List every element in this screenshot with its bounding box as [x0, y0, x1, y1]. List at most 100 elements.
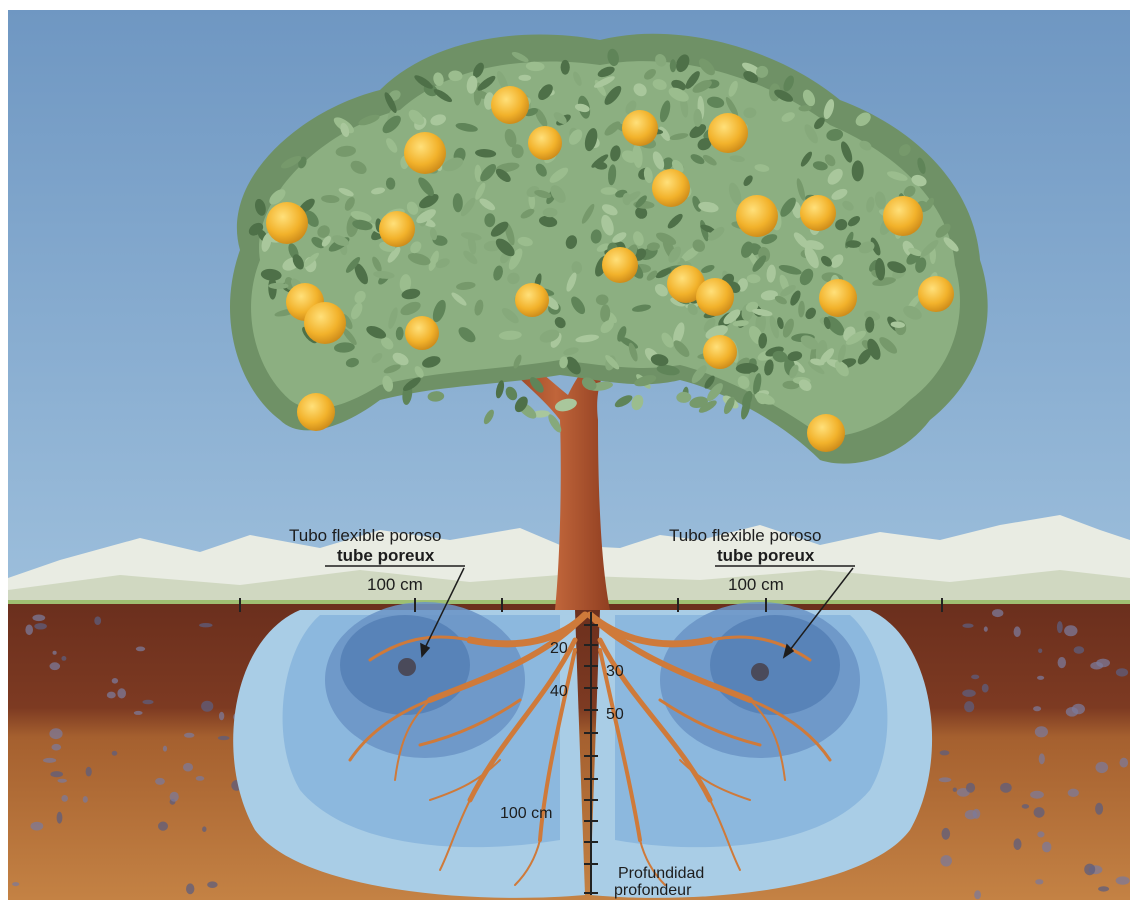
stone: [57, 812, 63, 824]
orange: [819, 279, 857, 317]
stone: [1090, 662, 1103, 670]
orange: [800, 195, 836, 231]
stone: [163, 746, 167, 752]
stone: [1035, 726, 1048, 737]
orange: [703, 335, 737, 369]
stone: [1116, 668, 1128, 676]
stone: [155, 778, 165, 785]
stone: [112, 751, 118, 756]
stone: [1000, 783, 1012, 793]
leaf: [269, 283, 289, 289]
stone: [1014, 626, 1021, 637]
stone: [1074, 646, 1085, 653]
stone: [1035, 879, 1043, 884]
stone: [1066, 707, 1078, 717]
stone: [142, 700, 153, 705]
stone: [1057, 621, 1063, 633]
right-porous-tube: [751, 663, 769, 681]
stone: [1039, 753, 1045, 764]
stone: [52, 744, 62, 751]
orange: [622, 110, 658, 146]
orange: [304, 302, 346, 344]
stone: [32, 615, 45, 622]
depth-tick-50: 50: [606, 706, 624, 723]
stone: [982, 684, 989, 693]
orange: [379, 211, 415, 247]
stone: [218, 736, 230, 740]
orange: [708, 113, 748, 153]
stone: [61, 656, 66, 661]
stone: [196, 776, 205, 781]
stone: [1098, 886, 1109, 891]
leaf: [670, 59, 676, 72]
stone: [112, 678, 118, 684]
stone: [1030, 791, 1044, 799]
left-tube-label-fr: tube poreux: [337, 546, 435, 565]
orange: [297, 393, 335, 431]
stone: [1014, 838, 1022, 850]
orange: [528, 126, 562, 160]
leaf: [561, 60, 570, 75]
stone: [1095, 803, 1103, 815]
stone: [992, 609, 1003, 617]
depth-tick-40: 40: [550, 683, 568, 700]
left-wet-zone: [233, 602, 585, 898]
right-tube-label-fr: tube poreux: [717, 546, 815, 565]
stone: [219, 712, 224, 721]
stone: [1037, 676, 1044, 680]
stone: [1034, 807, 1045, 818]
stone: [1038, 649, 1042, 654]
stone: [974, 890, 981, 899]
stone: [1022, 804, 1029, 809]
stone: [50, 771, 63, 777]
stone: [170, 792, 179, 802]
left-tube-distance: 100 cm: [367, 575, 423, 594]
stone: [34, 623, 47, 629]
depth-tick-30: 30: [606, 663, 624, 680]
stone: [199, 623, 212, 627]
depth-title-fr: profondeur: [614, 882, 692, 899]
right-tube-distance: 100 cm: [728, 575, 784, 594]
stone: [12, 882, 19, 886]
stone: [136, 647, 145, 652]
stone: [107, 692, 116, 699]
orange: [405, 316, 439, 350]
orange: [491, 86, 529, 124]
orange: [515, 283, 549, 317]
stone: [984, 626, 988, 631]
stone: [1120, 758, 1129, 768]
right-tube-label-es: Tubo flexible poroso: [669, 526, 821, 545]
stone: [1084, 864, 1095, 876]
stone: [1116, 876, 1130, 884]
stone: [134, 711, 143, 715]
orange: [807, 414, 845, 452]
stone: [31, 822, 44, 831]
orange: [696, 278, 734, 316]
stone: [158, 822, 168, 831]
right-wet-zone: [590, 602, 932, 898]
stone: [53, 651, 57, 655]
stone: [49, 728, 62, 739]
stone: [83, 796, 88, 803]
leaf: [484, 213, 495, 227]
stone: [953, 788, 957, 792]
depth-tick-20: 20: [550, 640, 568, 657]
stone: [1068, 789, 1079, 797]
stone: [965, 810, 977, 820]
stone: [183, 763, 193, 772]
leaf: [865, 317, 874, 333]
stone: [58, 779, 67, 783]
stone: [1064, 625, 1077, 636]
stone: [25, 625, 33, 636]
stone: [201, 701, 213, 712]
stone: [202, 826, 206, 832]
stone: [942, 828, 951, 840]
stone: [86, 767, 92, 777]
stone: [964, 701, 974, 712]
orange: [404, 132, 446, 174]
stone: [939, 777, 952, 782]
stone: [962, 624, 973, 628]
stone: [43, 758, 56, 763]
